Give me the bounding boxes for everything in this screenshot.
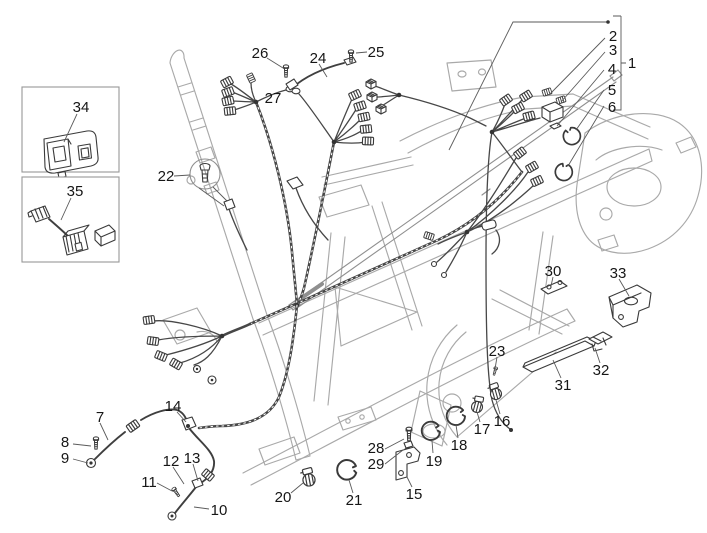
group-bracket-1 [613,15,626,111]
callout-18: 18 [451,437,468,454]
circlip-5-icon [562,126,582,146]
callout-8: 8 [61,434,69,451]
bolt-8-icon [92,436,100,450]
callout-28: 28 [368,440,385,457]
callout-22: 22 [158,168,175,185]
callout-33: 33 [610,265,627,282]
inset-box-34 [21,86,120,179]
callout-15: 15 [406,486,423,503]
callout-35: 35 [67,183,84,200]
left-connector-fan [142,314,252,385]
callout-32: 32 [593,362,610,379]
callout-10: 10 [211,502,228,519]
callout-3: 3 [609,42,617,59]
callout-labels: 1 2 3 4 5 6 7 8 9 10 11 12 13 14 15 16 1… [61,28,636,519]
callout-20: 20 [275,489,292,506]
callout-21: 21 [346,492,363,509]
rubber-boot-34-icon [43,130,99,179]
right-connector-cluster [423,146,545,279]
callout-7: 7 [96,409,104,426]
callout-11: 11 [141,474,157,491]
circlip-21-icon [332,455,361,484]
callout-part-icons [92,49,652,498]
bracket-33-icon [608,284,652,328]
top-cube-connector-trio [365,78,487,127]
callout-30: 30 [545,263,562,280]
rubber-strip-31-icon [522,336,597,373]
screw-11-icon [170,486,182,498]
leader-lines [60,15,630,510]
hose-clamp-16-icon [486,381,504,402]
callout-2: 2 [609,28,617,45]
callout-19: 19 [426,453,443,470]
center-connector-cluster [197,87,375,430]
relay-connector-3-icon [555,95,567,105]
callout-17: 17 [474,421,491,438]
callout-12: 12 [163,453,180,470]
plate-30-icon [540,279,568,295]
callout-29: 29 [368,456,385,473]
callout-31: 31 [555,377,572,394]
callout-5: 5 [608,82,616,99]
bolt-26-icon [282,64,290,78]
nut-29-icon [403,440,414,449]
throttle-rod [288,69,623,311]
relay-connector-cluster [489,89,564,135]
callout-16: 16 [494,413,511,430]
hose-clamp-17-icon [469,395,485,414]
callout-9: 9 [61,450,69,467]
clip-32-icon [588,331,613,352]
inset-box-35 [21,176,120,263]
callout-27: 27 [265,90,282,107]
callout-6: 6 [608,99,616,116]
callout-4: 4 [608,61,616,78]
callout-26: 26 [252,45,269,62]
callout-24: 24 [310,50,327,67]
diagnostic-cable-35-icon [27,205,116,256]
handlebar-connector-cluster [219,72,299,307]
callout-14: 14 [165,398,182,415]
circlip-6-icon [550,159,577,185]
fastener-22-callout [189,158,329,251]
callout-34: 34 [73,99,90,116]
callout-23: 23 [489,343,506,360]
hose-clamp-20-icon [299,466,318,489]
callout-13: 13 [184,450,201,467]
callout-25: 25 [368,44,385,61]
callout-1: 1 [628,55,636,72]
bracket-15-icon [395,446,421,481]
